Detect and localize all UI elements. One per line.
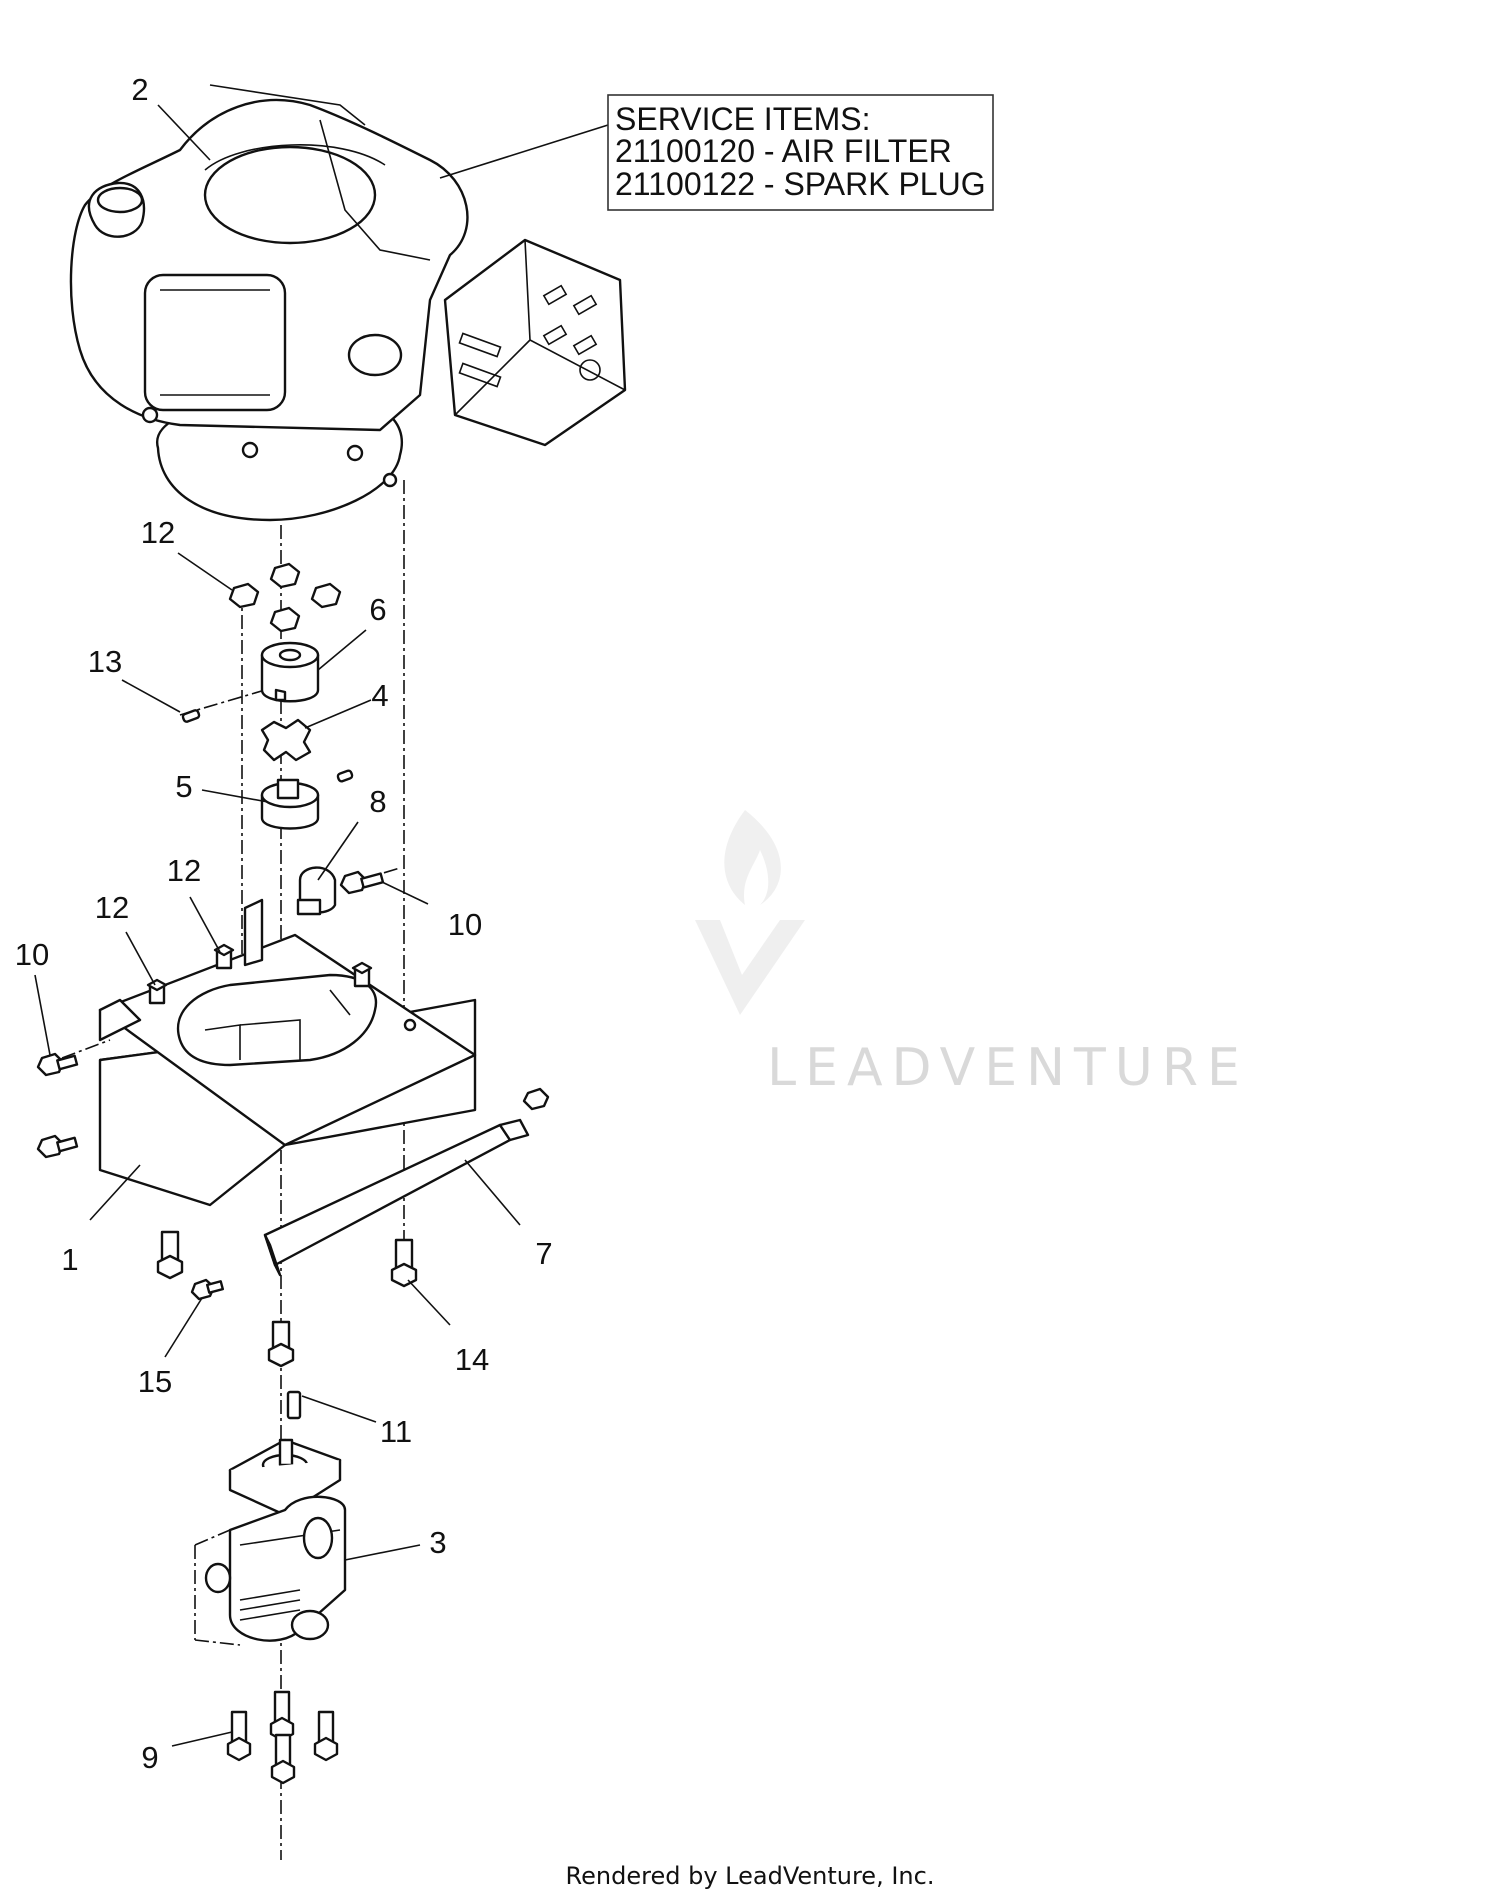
- footer-credit: Rendered by LeadVenture, Inc.: [566, 1862, 935, 1890]
- engine: [69, 84, 627, 522]
- hydraulic-pump: [204, 1438, 347, 1642]
- callout-small-screw: 15: [138, 1364, 172, 1399]
- callout-roll-pin: 13: [88, 644, 122, 679]
- hex-nuts-top: [228, 562, 342, 633]
- callout-pump: 3: [429, 1525, 446, 1560]
- callout-bolt-right: 10: [448, 907, 482, 942]
- bolts-left: [36, 1052, 79, 1159]
- callout-coupler-upper: 6: [369, 592, 386, 627]
- callout-mount-bracket: 1: [61, 1242, 78, 1277]
- callout-nut-top: 12: [141, 515, 175, 550]
- small-screw: [190, 1278, 224, 1301]
- coupler-lower: [260, 769, 354, 830]
- callout-clamp: 8: [369, 784, 386, 819]
- coupler-upper: [260, 641, 320, 703]
- callout-bolt-left: 10: [15, 937, 49, 972]
- callout-nut-bracket-mid: 12: [167, 853, 201, 888]
- callout-key: 11: [380, 1414, 412, 1449]
- callout-bolt-bottom-right: 14: [455, 1342, 489, 1377]
- callout-spider-insert: 4: [371, 678, 388, 713]
- shaft-key: [286, 1390, 302, 1420]
- shaft-clamp: [296, 866, 337, 916]
- service-items-title: SERVICE ITEMS:: [615, 101, 870, 137]
- callout-leader-lines: [34, 104, 609, 1747]
- leadventure-watermark-logo: [695, 810, 805, 1015]
- service-items-box: SERVICE ITEMS: 21100120 - AIR FILTER 211…: [607, 94, 994, 211]
- callout-engine: 2: [131, 72, 148, 107]
- watermark-text: LEADVENTURE: [767, 1038, 1249, 1098]
- roll-pin: [181, 709, 201, 723]
- pump-bolts: [226, 1690, 339, 1785]
- callout-guard-plate: 7: [535, 1236, 552, 1271]
- mount-bracket: [98, 898, 477, 1207]
- lower-bolts: [156, 1230, 418, 1368]
- callout-coupler-lower: 5: [175, 769, 192, 804]
- spider-insert: [260, 718, 312, 762]
- bolt-right: [339, 870, 385, 895]
- guard-plate: [263, 1087, 550, 1277]
- callout-pump-bolt: 9: [141, 1740, 158, 1775]
- callout-numbers: 2 12 6 13 4 5 8 12 12 10 10 1 7 14 15 11…: [15, 72, 553, 1775]
- bracket-nuts: [146, 943, 373, 1005]
- service-item-air-filter: 21100120 - AIR FILTER: [615, 133, 952, 169]
- service-item-spark-plug: 21100122 - SPARK PLUG: [615, 166, 986, 202]
- callout-nut-bracket-left: 12: [95, 890, 129, 925]
